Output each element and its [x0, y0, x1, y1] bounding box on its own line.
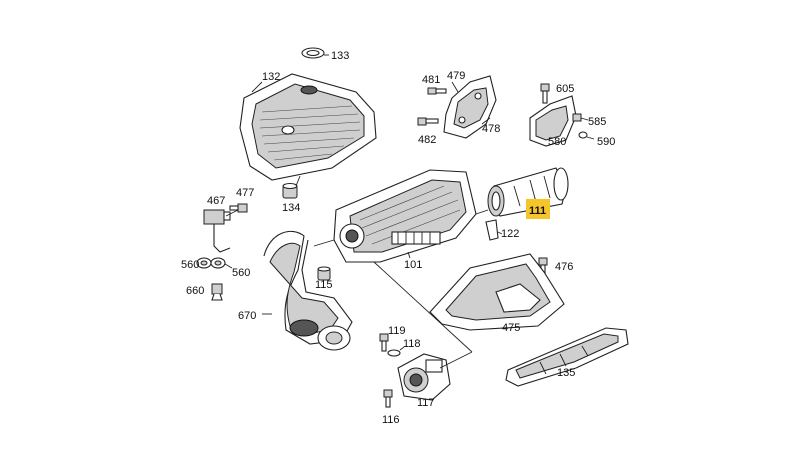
- label-479: 479: [447, 70, 465, 82]
- part-117-throttle-body[interactable]: [397, 353, 451, 401]
- label-482: 482: [418, 134, 436, 146]
- part-605-bolt[interactable]: [540, 83, 550, 104]
- label-135: 135: [557, 367, 575, 379]
- label-467: 467: [207, 195, 225, 207]
- part-580-bracket[interactable]: [529, 95, 577, 147]
- part-134-cap[interactable]: [282, 182, 298, 199]
- label-119: 119: [388, 325, 406, 337]
- part-477-bolt[interactable]: [229, 203, 248, 213]
- label-478: 478: [482, 123, 500, 135]
- part-122-clip[interactable]: [485, 219, 503, 241]
- label-580: 580: [548, 136, 566, 148]
- part-670-intake-hose[interactable]: [263, 230, 353, 351]
- part-660-clip[interactable]: [211, 283, 223, 301]
- part-118-seal[interactable]: [387, 346, 405, 357]
- part-585-bolt[interactable]: [572, 113, 589, 122]
- part-115-grommet[interactable]: [317, 266, 331, 281]
- part-560-clamp-right[interactable]: [210, 257, 226, 269]
- label-590: 590: [597, 136, 615, 148]
- label-560-left: 560: [181, 259, 199, 271]
- label-134: 134: [282, 202, 300, 214]
- part-132-engine-cover[interactable]: [239, 73, 377, 181]
- part-475-tray[interactable]: [429, 253, 565, 331]
- part-133-gasket[interactable]: [301, 47, 329, 59]
- label-132: 132: [262, 71, 280, 83]
- label-111-highlight: [526, 199, 550, 219]
- part-590-washer[interactable]: [578, 131, 595, 140]
- label-117: 117: [417, 397, 435, 409]
- part-482-bolt[interactable]: [417, 117, 439, 126]
- label-670: 670: [238, 310, 256, 322]
- label-560-right: 560: [232, 267, 250, 279]
- label-481: 481: [422, 74, 440, 86]
- label-475: 475: [502, 322, 520, 334]
- label-118: 118: [403, 338, 421, 350]
- label-111: 111: [529, 205, 546, 217]
- label-122: 122: [501, 228, 519, 240]
- label-133: 133: [331, 50, 349, 62]
- assembly-lines: [225, 175, 489, 369]
- part-467-sensor[interactable]: [203, 209, 231, 253]
- part-119-bolt[interactable]: [379, 333, 389, 352]
- label-101: 101: [404, 259, 422, 271]
- label-115: 115: [315, 279, 333, 291]
- label-116: 116: [382, 414, 400, 426]
- label-605: 605: [556, 83, 574, 95]
- part-116-bolt[interactable]: [383, 389, 393, 408]
- label-477: 477: [236, 187, 254, 199]
- label-476: 476: [555, 261, 573, 273]
- label-660: 660: [186, 285, 204, 297]
- part-478-bracket[interactable]: [443, 75, 497, 139]
- part-135-duct[interactable]: [505, 327, 629, 387]
- part-481-bolt[interactable]: [427, 87, 447, 95]
- part-101-supercharger[interactable]: [333, 169, 477, 263]
- label-585: 585: [588, 116, 606, 128]
